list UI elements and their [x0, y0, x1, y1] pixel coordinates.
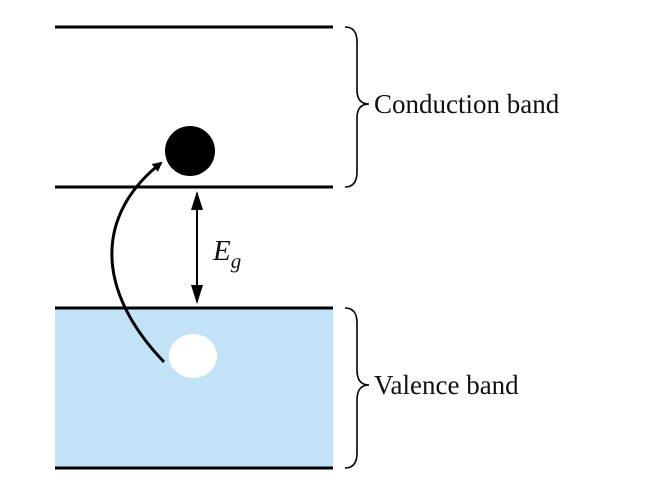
conduction-band-brace [344, 26, 370, 188]
valence-band-brace [344, 307, 370, 469]
hole [169, 334, 217, 378]
conduction-band-label: Conduction band [374, 89, 560, 119]
valence-band-label: Valence band [374, 370, 519, 400]
band-gap-arrowhead-up [191, 191, 203, 210]
band-gap-subscript: g [231, 249, 242, 273]
electron [165, 126, 215, 176]
band-gap-symbol: E [212, 235, 231, 267]
band-gap-label: Eg [212, 235, 241, 273]
valence-band-region [55, 308, 333, 468]
band-gap-arrowhead-down [191, 285, 203, 304]
excitation-arrow [110, 161, 166, 364]
